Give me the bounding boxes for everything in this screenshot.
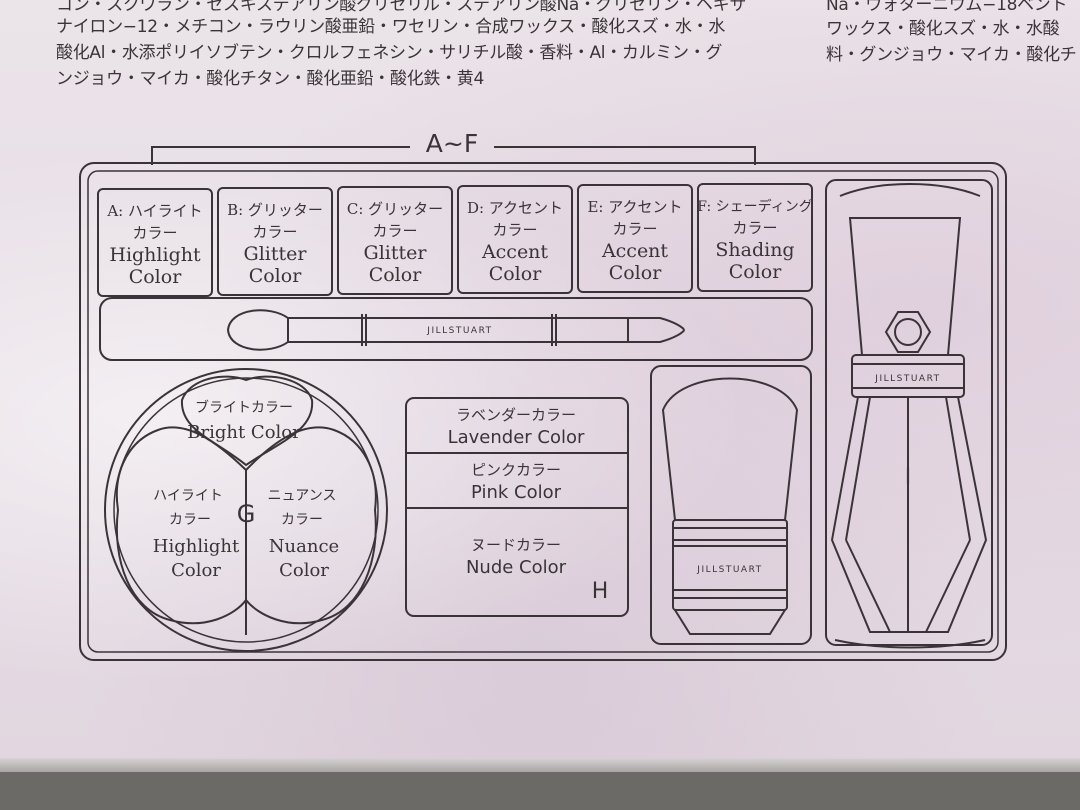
pan-a-jp: A: ハイライト <box>106 202 202 220</box>
pan-a-en1: Highlight <box>109 244 201 266</box>
ingredient-line: ワックス・酸化スズ・水・水酸 <box>826 19 1060 39</box>
pan-d-en1: Accent <box>481 241 548 263</box>
pan-f-en1: Shading <box>715 239 794 261</box>
h-row2-jp: ピンクカラー <box>471 461 561 479</box>
pan-c-jp: C: グリッター <box>347 200 443 218</box>
ingredient-line: コン・スクワラン・セスキステアリン酸グリセリル・ステアリン酸Na・グリセリン・ヘ… <box>56 0 747 15</box>
pan-d-jp2: カラー <box>492 221 537 239</box>
g-top-jp: ブライトカラー <box>195 399 293 416</box>
pan-f-en2: Color <box>729 261 782 283</box>
kabuki-brand: JILLSTUART <box>696 565 762 575</box>
g-left-en2: Color <box>171 560 221 581</box>
ingredient-line: 酸化Al・水添ポリイソブテン・クロルフェネシン・サリチル酸・香料・Al・カルミン… <box>56 43 723 63</box>
pan-f-jp: F: シェーディング <box>697 198 812 215</box>
bracket-label: A~F <box>426 129 478 158</box>
g-right-jp2: カラー <box>281 512 323 528</box>
g-left-en1: Highlight <box>153 536 240 557</box>
package-card <box>0 0 1080 760</box>
h-letter: H <box>592 579 609 604</box>
pan-d-en2: Color <box>489 263 542 285</box>
pan-d-jp: D: アクセント <box>467 199 563 217</box>
pan-b-jp: B: グリッター <box>227 201 323 219</box>
pan-e-en2: Color <box>609 262 662 284</box>
ingredient-line: ナイロン−12・メチコン・ラウリン酸亜鉛・ワセリン・合成ワックス・酸化スズ・水・… <box>56 17 726 37</box>
pan-a-en2: Color <box>129 266 182 288</box>
h-row1-en: Lavender Color <box>448 427 585 448</box>
ingredient-line: 料・グンジョウ・マイカ・酸化チ <box>826 45 1077 65</box>
pan-b-en1: Glitter <box>244 243 308 265</box>
pan-c-en1: Glitter <box>364 242 428 264</box>
g-letter: G <box>237 500 256 528</box>
i-letter: I <box>905 465 912 490</box>
pan-b-jp2: カラー <box>252 223 297 241</box>
pan-c-en2: Color <box>369 264 422 286</box>
pan-e-jp2: カラー <box>612 220 657 238</box>
g-right-en1: Nuance <box>269 536 339 557</box>
pan-b-en2: Color <box>249 265 302 287</box>
g-left-jp: ハイライト <box>153 488 223 504</box>
pan-a-jp2: カラー <box>132 224 177 242</box>
palette-diagram: A~F A: ハイライト カラー Highlight Color B: グリッタ… <box>79 129 1007 661</box>
pan-f-jp2: カラー <box>732 219 777 237</box>
h-row1-jp: ラベンダーカラー <box>456 406 576 424</box>
h-row3-en: Nude Color <box>466 557 567 578</box>
g-right-jp: ニュアンス <box>268 488 337 504</box>
g-top-en: Bright Color <box>187 422 301 443</box>
card-edge <box>0 758 1080 772</box>
pan-e-en1: Accent <box>601 240 668 262</box>
applicator-brand: JILLSTUART <box>426 326 492 336</box>
h-row3-jp: ヌードカラー <box>471 536 561 554</box>
pan-c-jp2: カラー <box>372 222 417 240</box>
ingredient-line: Na・ウォターニウム−18ベント <box>826 0 1068 15</box>
pan-e-jp: E: アクセント <box>587 198 682 216</box>
g-left-jp2: カラー <box>169 512 211 528</box>
g-right-en2: Color <box>279 560 329 581</box>
h-row2-en: Pink Color <box>471 482 562 503</box>
brush-i-brand: JILLSTUART <box>874 374 940 384</box>
ingredient-line: ンジョウ・マイカ・酸化チタン・酸化亜鉛・酸化鉄・黄4 <box>56 69 485 89</box>
